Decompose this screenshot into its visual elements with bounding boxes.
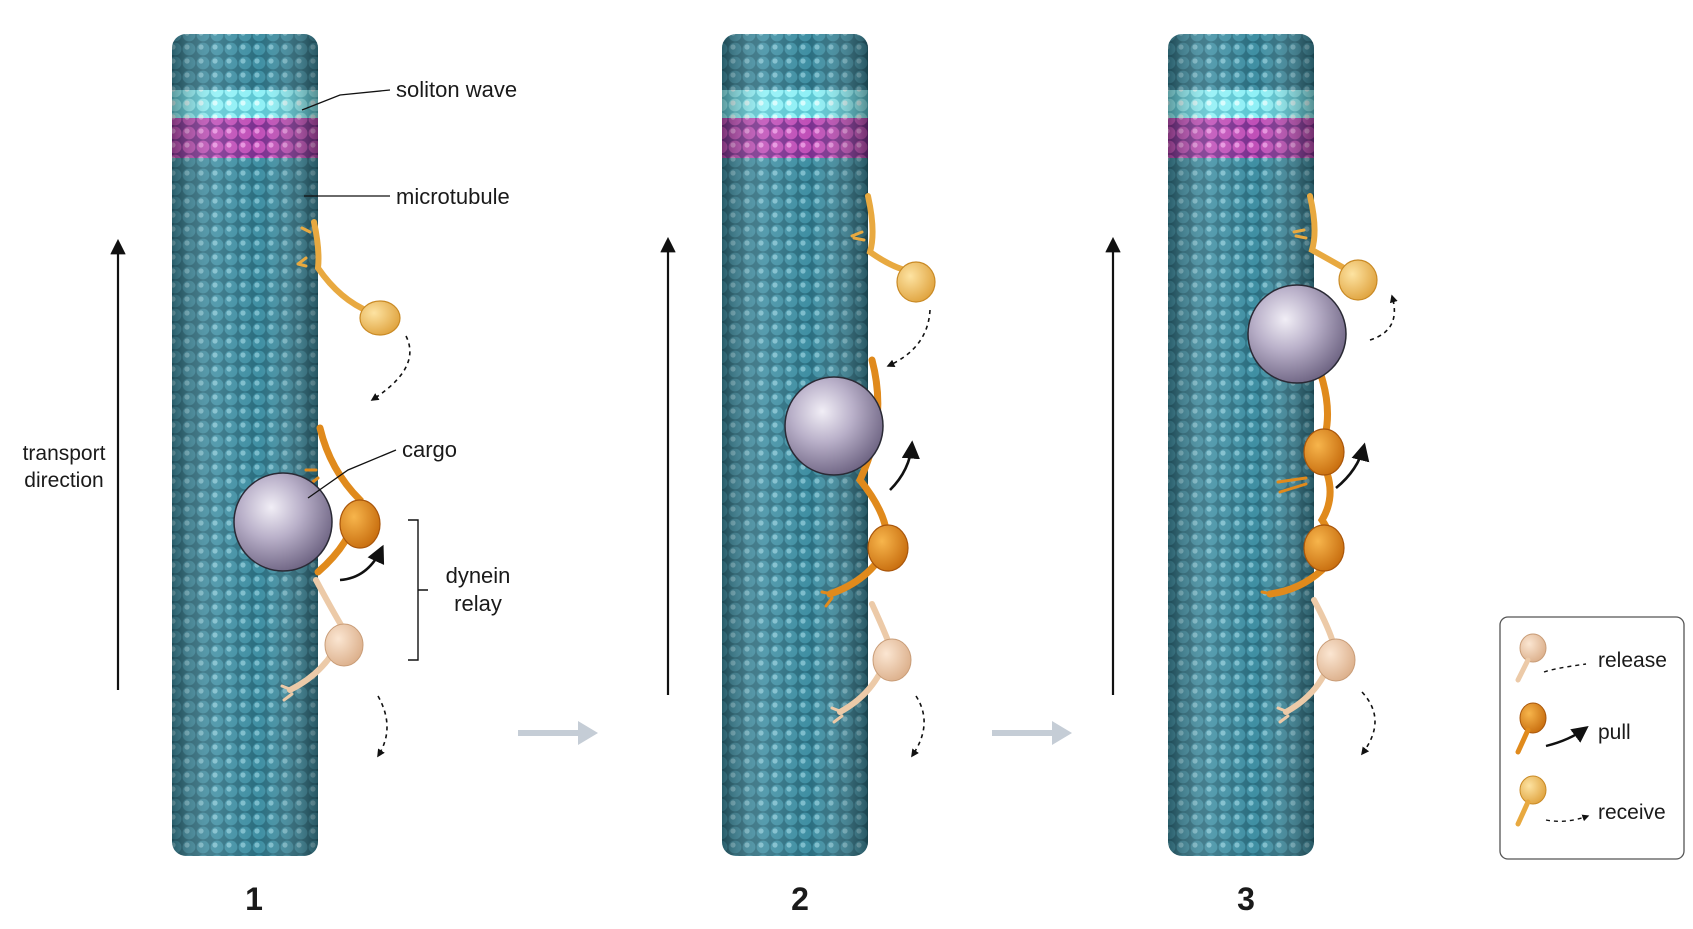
panel-3: 3 — [1105, 34, 1398, 917]
dynein-receive — [850, 193, 936, 303]
progress-arrow-1 — [518, 721, 598, 745]
cargo-leader — [307, 449, 397, 499]
legend: release pull receive — [1499, 616, 1685, 860]
step-number-1: 1 — [245, 881, 263, 917]
dynein-relay-bracket — [408, 519, 428, 661]
legend-pull-icon — [1515, 702, 1589, 755]
panel-1: transport direction soliton wave microtu… — [23, 34, 517, 917]
dynein-receive — [1292, 193, 1378, 301]
receive-motion-arrow — [1369, 294, 1398, 341]
cargo — [233, 472, 333, 572]
step-number-2: 2 — [791, 881, 809, 917]
legend-release-label: release — [1598, 649, 1667, 672]
legend-receive-label: receive — [1598, 801, 1666, 824]
release-motion-arrow — [1361, 691, 1376, 756]
panel-2: 2 — [660, 34, 936, 917]
legend-pull-label: pull — [1598, 721, 1631, 744]
legend-release-icon — [1515, 633, 1587, 683]
cargo — [1247, 284, 1347, 384]
dynein-relay-label-2: relay — [454, 591, 502, 616]
receive-motion-arrow — [370, 335, 411, 401]
step-number-3: 3 — [1237, 881, 1255, 917]
pull-motion-arrow — [339, 544, 385, 582]
progress-arrow-2 — [992, 721, 1072, 745]
dynein-receive — [296, 219, 401, 336]
soliton-wave-leader — [301, 89, 391, 111]
dynein-release — [280, 577, 364, 702]
receive-motion-arrow — [886, 309, 931, 368]
transport-direction-label-2: direction — [24, 469, 103, 492]
cargo-label: cargo — [402, 437, 457, 462]
pull-motion-arrow — [889, 440, 920, 491]
transport-direction-label: transport — [23, 442, 106, 465]
release-motion-arrow — [911, 695, 925, 758]
pull-motion-arrow — [1335, 442, 1370, 490]
dynein-pull — [1260, 368, 1345, 598]
cargo — [784, 376, 884, 476]
microtubule — [1168, 34, 1314, 856]
dynein-relay-label: dynein — [446, 563, 511, 588]
release-motion-arrow — [377, 695, 388, 758]
microtubule — [172, 34, 318, 856]
soliton-wave-label: soliton wave — [396, 77, 517, 102]
legend-receive-icon — [1515, 775, 1590, 827]
dynein-release — [1276, 597, 1356, 724]
dynein-release — [830, 601, 912, 724]
dynein-pull — [304, 424, 381, 576]
microtubule-label: microtubule — [396, 184, 510, 209]
